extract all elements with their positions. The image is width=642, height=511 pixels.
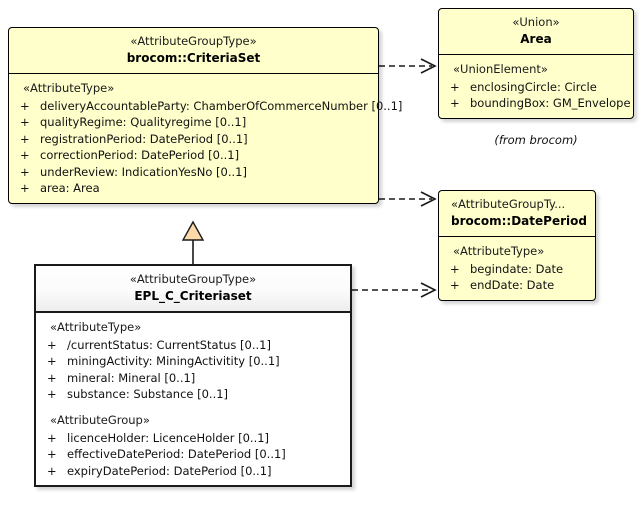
visibility-marker: + [450,261,460,276]
attribute-text: qualityRegime: Qualityregime [0..1] [40,115,247,130]
visibility-marker: + [47,354,57,369]
attribute-group-label: «UnionElement» [453,61,548,76]
class-header-area: «Union» Area [439,9,633,55]
visibility-marker: + [450,79,460,94]
visibility-marker: + [20,181,30,196]
relationship-epl-generalizes-criteriaset [181,220,205,264]
visibility-marker: + [20,98,30,113]
attribute-text: begindate: Date [470,261,564,276]
attribute-text: enclosingCircle: Circle [470,79,597,94]
attribute-group-label: «AttributeType» [453,243,545,258]
open-arrowhead [420,58,437,74]
class-header-dateperiod: «AttributeGroupTy... brocom::DatePeriod [439,191,595,237]
class-name: EPL_C_Criteriaset [134,288,252,303]
class-body-criteriaset: «AttributeType» + deliveryAccountablePar… [9,74,402,203]
attribute-row[interactable]: + area: Area [9,180,378,197]
attribute-row[interactable]: + enclosingCircle: Circle [439,79,633,96]
class-header-criteriaset: «AttributeGroupType» brocom::CriteriaSet [9,28,378,74]
attribute-row[interactable]: + begindate: Date [439,261,595,278]
attribute-row[interactable]: + mineral: Mineral [0..1] [36,370,350,387]
visibility-marker: + [47,463,57,478]
class-name: Area [520,31,552,46]
class-stereotype: «AttributeGroupType» [129,272,257,286]
visibility-marker: + [450,278,460,293]
attribute-row[interactable]: + endDate: Date [439,277,595,294]
visibility-marker: + [47,370,57,385]
attribute-text: deliveryAccountableParty: ChamberOfComme… [40,98,403,113]
attribute-row[interactable]: + licenceHolder: LicenceHolder [0..1] [36,430,350,447]
attribute-row[interactable]: + registrationPeriod: DatePeriod [0..1] [9,131,378,148]
attribute-group-label: «AttributeType» [23,80,115,95]
visibility-marker: + [47,430,57,445]
attribute-text: mineral: Mineral [0..1] [67,370,196,385]
attribute-text: registrationPeriod: DatePeriod [0..1] [40,131,248,146]
attribute-text: underReview: IndicationYesNo [0..1] [40,164,247,179]
class-stereotype: «AttributeGroupType» [130,34,257,48]
attribute-row[interactable]: + deliveryAccountableParty: ChamberOfCom… [9,98,402,115]
attribute-row[interactable]: + effectiveDatePeriod: DatePeriod [0..1] [36,446,350,463]
relationship-criteriaset-to-dateperiod [379,191,437,207]
attribute-text: endDate: Date [470,278,555,293]
visibility-marker: + [47,337,57,352]
attribute-text: /currentStatus: CurrentStatus [0..1] [67,337,271,352]
visibility-marker: + [20,148,30,163]
attribute-text: miningActivity: MiningActivitity [0..1] [67,354,280,369]
attribute-row[interactable]: + qualityRegime: Qualityregime [0..1] [9,114,378,131]
class-header-epl: «AttributeGroupType» EPL_C_Criteriaset [36,266,350,313]
class-stereotype: «Union» [512,15,560,29]
class-name: brocom::CriteriaSet [126,50,261,65]
attribute-group-label: «AttributeGroup» [50,412,150,427]
class-body-dateperiod: «AttributeType» + begindate: Date + endD… [439,237,595,300]
attribute-row[interactable]: + boundingBox: GM_Envelope [439,95,633,112]
attribute-text: boundingBox: GM_Envelope [470,96,631,111]
visibility-marker: + [47,387,57,402]
attribute-text: correctionPeriod: DatePeriod [0..1] [40,148,240,163]
visibility-marker: + [20,115,30,130]
attribute-text: expiryDatePeriod: DatePeriod [0..1] [67,463,272,478]
class-stereotype: «AttributeGroupTy... [451,197,566,211]
visibility-marker: + [450,96,460,111]
relationship-epl-to-dateperiod [352,282,437,298]
relationship-criteriaset-to-area [379,58,437,74]
visibility-marker: + [47,447,57,462]
area-package-note: (from brocom) [494,133,578,147]
attribute-row[interactable]: + expiryDatePeriod: DatePeriod [0..1] [36,463,350,480]
class-body-area: «UnionElement» + enclosingCircle: Circle… [439,55,633,118]
attribute-text: area: Area [40,181,100,196]
attribute-row[interactable]: + miningActivity: MiningActivitity [0..1… [36,353,350,370]
visibility-marker: + [20,131,30,146]
class-body-epl: «AttributeType» + /currentStatus: Curren… [36,312,350,486]
attribute-row[interactable]: + substance: Substance [0..1] [36,386,350,403]
attribute-text: effectiveDatePeriod: DatePeriod [0..1] [67,447,286,462]
attribute-group-label: «AttributeType» [50,319,142,334]
attribute-row[interactable]: + /currentStatus: CurrentStatus [0..1] [36,337,350,354]
class-area[interactable]: «Union» Area «UnionElement» + enclosingC… [438,8,634,119]
attribute-text: licenceHolder: LicenceHolder [0..1] [67,430,270,445]
generalization-triangle-icon [181,220,205,241]
open-arrowhead [420,191,437,207]
open-arrowhead [420,282,437,298]
attribute-text: substance: Substance [0..1] [67,387,229,402]
class-brocom-dateperiod[interactable]: «AttributeGroupTy... brocom::DatePeriod … [438,190,596,301]
class-epl-c-criteriaset[interactable]: «AttributeGroupType» EPL_C_Criteriaset «… [34,264,352,488]
class-brocom-criteriaset[interactable]: «AttributeGroupType» brocom::CriteriaSet… [8,27,402,204]
class-name: brocom::DatePeriod [451,213,587,228]
attribute-row[interactable]: + correctionPeriod: DatePeriod [0..1] [9,147,378,164]
attribute-row[interactable]: + underReview: IndicationYesNo [0..1] [9,164,378,181]
visibility-marker: + [20,164,30,179]
